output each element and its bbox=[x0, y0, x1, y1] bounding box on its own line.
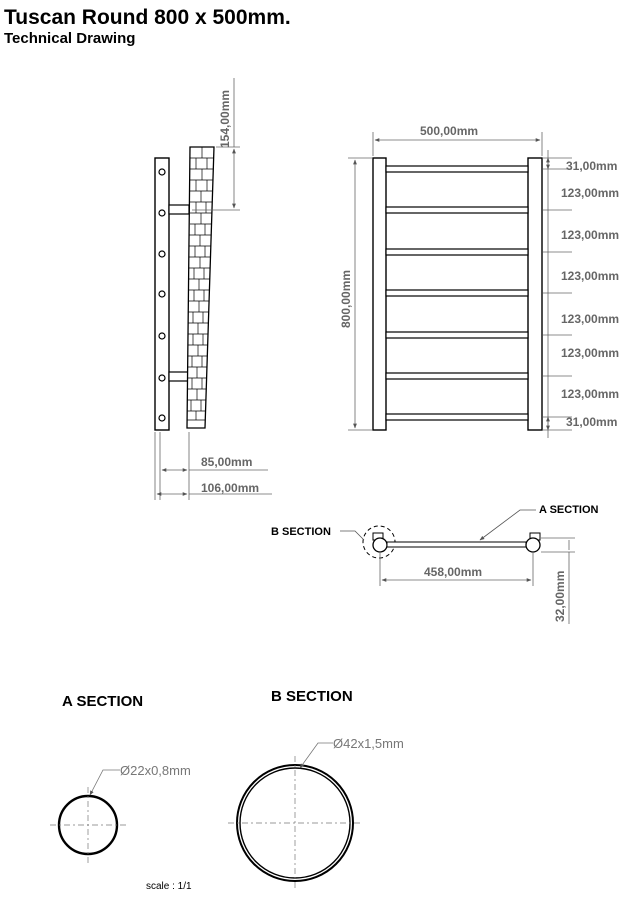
dim-spacing-lines bbox=[543, 150, 572, 438]
spacing-label-8: 31,00mm bbox=[566, 415, 617, 429]
right-rail bbox=[527, 157, 543, 431]
dim-458-label: 458,00mm bbox=[424, 565, 482, 579]
dim-800-label: 800,00mm bbox=[339, 270, 353, 328]
scale-note: scale : 1/1 bbox=[146, 881, 192, 892]
dim-500-label: 500,00mm bbox=[420, 124, 478, 138]
a-section-title: A SECTION bbox=[62, 693, 143, 710]
front-view: 500,00mm 800,00mm 31,00mm 123,00mm 123,0… bbox=[339, 124, 619, 438]
dim-32-label: 32,00mm bbox=[553, 571, 567, 622]
spacing-label-1: 31,00mm bbox=[566, 159, 617, 173]
dim-154 bbox=[192, 78, 240, 211]
b-section-centerlines bbox=[228, 756, 362, 890]
dim-32 bbox=[541, 537, 575, 624]
top-left-rail bbox=[372, 537, 388, 553]
side-view: 154,00mm 85,00mm 106,00mm bbox=[154, 78, 272, 500]
spacing-label-7: 123,00mm bbox=[561, 387, 619, 401]
spacing-label-6: 123,00mm bbox=[561, 346, 619, 360]
left-rail bbox=[372, 157, 387, 431]
dim-458 bbox=[379, 553, 534, 586]
spacing-label-4: 123,00mm bbox=[561, 269, 619, 283]
a-section-leader bbox=[89, 769, 120, 796]
drawing-subtitle: Technical Drawing bbox=[4, 30, 136, 47]
wall bbox=[186, 146, 215, 429]
wall-brackets bbox=[168, 204, 190, 382]
a-section-size: Ø22x0,8mm bbox=[120, 763, 191, 778]
dim-85-label: 85,00mm bbox=[201, 455, 252, 469]
horizontal-bars bbox=[385, 165, 529, 421]
dim-106-label: 106,00mm bbox=[201, 481, 259, 495]
top-bar bbox=[386, 541, 527, 548]
rail-holes bbox=[158, 168, 166, 422]
b-section-size: Ø42x1,5mm bbox=[333, 736, 404, 751]
a-section-centerlines bbox=[50, 787, 126, 863]
dim-154-label: 154,00mm bbox=[218, 90, 232, 148]
dim-depth bbox=[154, 432, 272, 500]
spacing-label-3: 123,00mm bbox=[561, 228, 619, 242]
wall-bricks bbox=[187, 147, 214, 421]
section-leaders bbox=[340, 509, 536, 541]
dim-800 bbox=[348, 157, 372, 431]
title-block: Tuscan Round 800 x 500mm. Technical Draw… bbox=[4, 6, 291, 48]
top-b-section-label: B SECTION bbox=[271, 526, 331, 538]
top-a-section-label: A SECTION bbox=[539, 504, 599, 516]
top-view: B SECTION A SECTION 458,00mm 32,00mm bbox=[271, 504, 599, 624]
spacing-label-2: 123,00mm bbox=[561, 186, 619, 200]
dim-500 bbox=[372, 132, 543, 156]
b-section-title: B SECTION bbox=[271, 688, 353, 705]
b-section-leader bbox=[299, 742, 333, 769]
sections: A SECTION B SECTION Ø22x0,8mm Ø42x1,5mm … bbox=[50, 688, 404, 892]
drawing-title: Tuscan Round 800 x 500mm. bbox=[4, 6, 291, 29]
spacing-label-5: 123,00mm bbox=[561, 312, 619, 326]
top-right-rail bbox=[525, 537, 541, 553]
